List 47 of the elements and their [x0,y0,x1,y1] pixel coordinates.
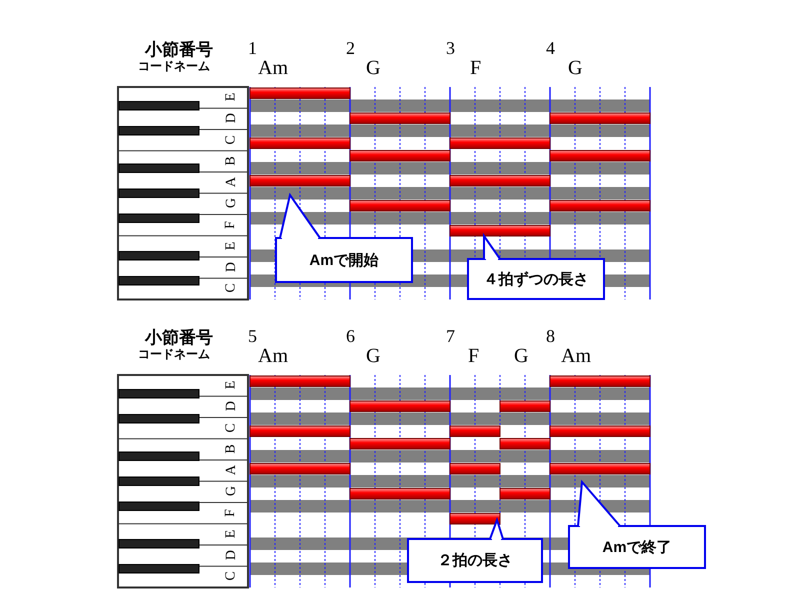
key-note-name: F [224,508,238,516]
chord-name: Am [561,346,591,366]
key-note-name: D [225,550,240,560]
key-note-name: F [224,220,238,228]
key-note-name: B [224,156,239,166]
key-note-name: C [224,422,239,432]
key-note-name: E [224,380,238,390]
chord-name: F [468,346,480,366]
key-note-name: D [225,401,240,412]
key-note-name: E [224,241,238,250]
chord-name: F [470,58,482,78]
key-note-name: D [225,262,240,272]
bar-number: 1 [248,39,257,57]
key-note-name: E [224,92,238,102]
bar-number: 2 [346,39,355,57]
bar-number-heading: 小節番号 [145,41,213,58]
key-note-name: B [224,444,239,454]
key-note-name: G [225,486,240,496]
chord-name: G [514,346,528,366]
chord-name: G [366,58,380,78]
bar-number: 5 [248,327,257,345]
chord-name: Am [258,58,288,78]
key-note-name: A [225,464,240,476]
key-note-name: C [224,134,239,144]
leader-line [489,516,504,540]
chord-name: G [366,346,380,366]
key-note-name: C [224,284,239,293]
bar-number: 6 [346,327,355,345]
leader-line [577,480,621,527]
chord-name-heading: コードネーム [138,348,210,360]
bar-number: 8 [546,327,555,345]
key-note-name: E [224,529,238,538]
bar-number: 7 [446,327,455,345]
chord-name: Am [258,346,288,366]
chord-name-heading: コードネーム [138,60,210,72]
chord-name: G [568,58,582,78]
bar-number: 3 [446,39,455,57]
key-note-name: G [225,198,240,208]
key-note-name: D [225,113,240,124]
key-note-name: A [225,176,240,188]
callout-box: ４拍ずつの長さ [467,258,605,300]
leader-line [483,232,501,260]
key-note-name: C [224,572,239,581]
bar-number-heading: 小節番号 [145,329,213,346]
callout-box: ２拍の長さ [407,538,543,583]
bar-number: 4 [546,39,555,57]
leader-line [279,192,321,239]
